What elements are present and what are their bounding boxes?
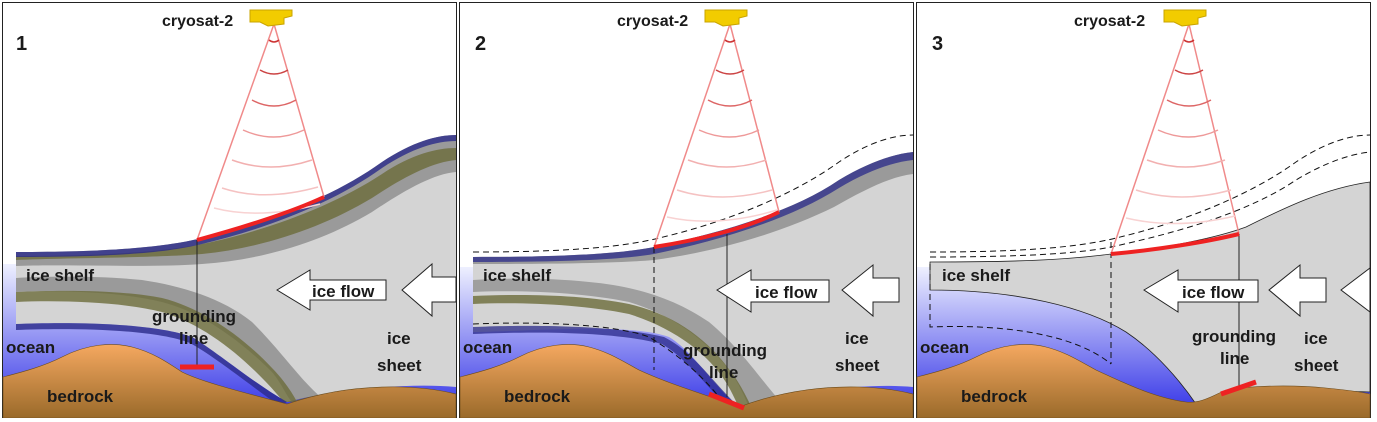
previous-base-dashed [929, 264, 1112, 365]
ice-sheet-label-2: sheet [1294, 356, 1339, 375]
ice-flow-arrow-small [401, 262, 457, 318]
bedrock [916, 344, 1371, 418]
ice-sheet-label-1: ice [1304, 329, 1328, 348]
ice-sheet-label-1: ice [387, 329, 411, 348]
ice-layer-lower-yellow [16, 290, 297, 402]
grounding-line-label-1: grounding [683, 341, 767, 360]
panel-3: cryosat-2 3 ice flow ice shelf grounding… [916, 2, 1371, 418]
ice-flow-arrow [1143, 269, 1259, 313]
ice-sheet-label-1: ice [845, 329, 869, 348]
panel-1: cryosat-2 1 ice flow ice shelf grounding… [2, 2, 457, 418]
grounding-line-label-2: line [1220, 349, 1249, 368]
ice-layer-lower [473, 278, 779, 407]
grounding-point-marker [1220, 379, 1257, 397]
ice-surface-blue [16, 135, 456, 257]
grounding-line-label-1: grounding [1192, 327, 1276, 346]
ocean-label: ocean [6, 338, 55, 357]
previous-surface-dashed [472, 134, 914, 253]
grounding-line-label-2: line [709, 363, 738, 382]
grounding-line-label-2: line [179, 329, 208, 348]
satellite-label: cryosat-2 [617, 13, 688, 30]
panel-2: cryosat-2 2 ice flow ice shelf grounding… [459, 2, 914, 418]
bedrock [459, 344, 914, 418]
panel-number: 2 [475, 33, 486, 55]
ice-shelf-label: ice shelf [26, 266, 94, 285]
ice-layer-yellow [16, 148, 456, 260]
ice-flow-arrow-partial [1340, 266, 1371, 314]
previous-surface-dashed [929, 134, 1371, 253]
satellite-icon [704, 9, 748, 27]
panel-number: 3 [932, 33, 943, 55]
bedrock-label: bedrock [961, 387, 1028, 406]
satellite-icon [249, 9, 293, 27]
ice-shelf-label: ice shelf [483, 266, 551, 285]
satellite-label: cryosat-2 [162, 13, 233, 30]
ocean-label: ocean [920, 338, 969, 357]
bedrock-label: bedrock [47, 387, 114, 406]
bedrock [2, 344, 457, 418]
ice-shelf-label: ice shelf [942, 266, 1010, 285]
radar-beam [653, 23, 780, 249]
ice-flow-label: ice flow [312, 282, 375, 301]
satellite-icon [1163, 9, 1207, 27]
ice-flow-label: ice flow [755, 283, 818, 302]
previous-surface-dashed-2 [929, 151, 1371, 258]
ice-base-blue [473, 325, 739, 410]
ice-sheet-label-2: sheet [835, 356, 880, 375]
ocean-label: ocean [463, 338, 512, 357]
ice-flow-arrow-small [1268, 263, 1327, 318]
panel-number: 1 [16, 33, 27, 55]
radar-beam [1110, 23, 1240, 256]
ice-flow-label: ice flow [1182, 283, 1245, 302]
grounding-line-label-1: grounding [152, 307, 236, 326]
ice-flow-arrow [716, 269, 830, 313]
satellite-label: cryosat-2 [1074, 13, 1145, 30]
radar-beam [196, 23, 325, 242]
bedrock-label: bedrock [504, 387, 571, 406]
ice-flow-arrow-small [841, 263, 900, 318]
ice-flow-arrow [276, 269, 387, 311]
grounding-point-marker [708, 391, 745, 411]
previous-base-dashed [472, 322, 720, 398]
ice-sheet-label-2: sheet [377, 356, 422, 375]
